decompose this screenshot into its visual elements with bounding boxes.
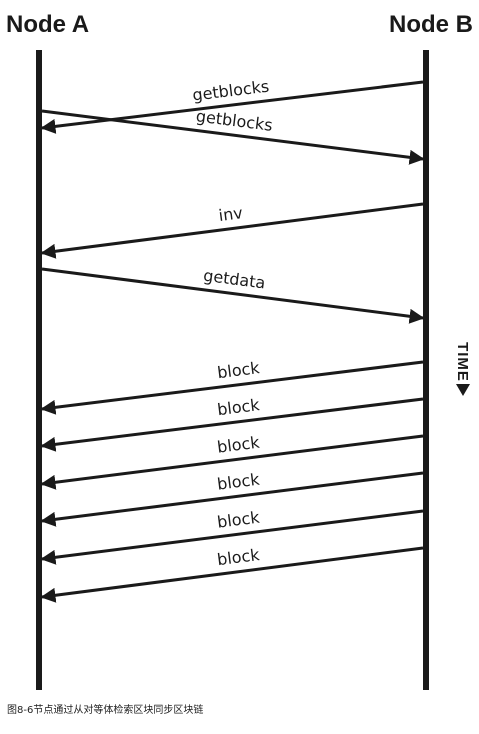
message-arrow-9 — [40, 509, 424, 565]
time-indicator: TIME — [454, 342, 471, 396]
message-label-3: inv — [218, 203, 244, 225]
node-b-title: Node B — [389, 11, 473, 38]
message-arrow-10 — [40, 546, 424, 603]
message-label-4: getdata — [202, 266, 266, 293]
message-label-8: block — [216, 469, 261, 493]
message-arrow-2 — [41, 109, 425, 165]
message-arrow-8 — [40, 471, 424, 527]
node-a-title: Node A — [6, 11, 89, 38]
message-label-6: block — [216, 395, 261, 419]
time-label: TIME — [454, 342, 471, 382]
message-label-9: block — [216, 507, 261, 531]
message-label-10: block — [216, 545, 261, 569]
message-arrow-7 — [40, 434, 424, 490]
message-arrow-4 — [41, 267, 425, 324]
time-arrow-icon — [456, 384, 470, 396]
message-label-5: block — [216, 358, 261, 382]
message-label-7: block — [216, 432, 261, 456]
message-arrow-3 — [40, 202, 424, 259]
message-group: getblocksgetblocksinvgetdatablockblockbl… — [40, 77, 425, 603]
message-arrow-5 — [40, 360, 424, 415]
message-arrow-6 — [40, 397, 424, 452]
figure-caption: 图8-6节点通过从对等体检索区块同步区块链 — [7, 705, 204, 716]
